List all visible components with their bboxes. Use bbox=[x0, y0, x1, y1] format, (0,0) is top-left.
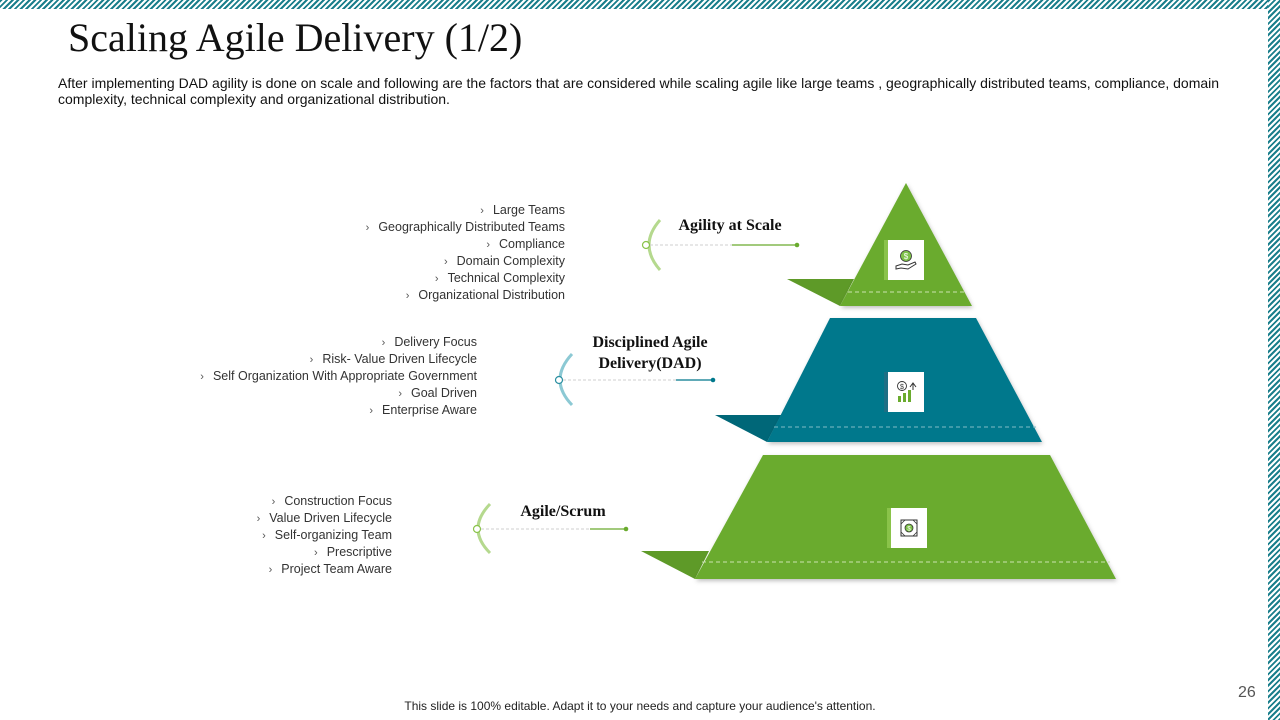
slide-subtitle: After implementing DAD agility is done o… bbox=[58, 75, 1220, 107]
pyramid-tier-bottom-flap bbox=[641, 551, 709, 579]
list-item: ›Compliance bbox=[486, 237, 565, 251]
page-number: 26 bbox=[1238, 684, 1256, 701]
money-hand-icon: $ bbox=[884, 240, 924, 280]
chevron-right-icon: › bbox=[200, 371, 204, 383]
list-item: ›Geographically Distributed Teams bbox=[365, 220, 565, 234]
list-item: ›Self Organization With Appropriate Gove… bbox=[200, 369, 477, 383]
top-decorative-border bbox=[0, 0, 1280, 9]
growth-chart-icon: $ bbox=[884, 372, 924, 412]
agile-scrum-list: ›Construction Focus ›Value Driven Lifecy… bbox=[257, 493, 392, 578]
right-decorative-border bbox=[1268, 0, 1280, 720]
list-item: ›Value Driven Lifecycle bbox=[256, 511, 392, 525]
chevron-right-icon: › bbox=[405, 290, 410, 302]
list-item: ›Self-organizing Team bbox=[262, 528, 392, 542]
list-item: ›Construction Focus bbox=[271, 494, 392, 508]
connector-agility-at-scale bbox=[641, 219, 800, 271]
dad-list: ›Delivery Focus ›Risk- Value Driven Life… bbox=[200, 334, 477, 419]
pyramid-tier-top-flap bbox=[787, 279, 854, 306]
chevron-right-icon: › bbox=[262, 530, 266, 542]
chevron-right-icon: › bbox=[434, 273, 439, 285]
list-item: ›Enterprise Aware bbox=[369, 403, 477, 417]
slide-title: Scaling Agile Delivery (1/2) bbox=[68, 15, 523, 60]
level-label-agile-scrum: Agile/Scrum bbox=[520, 503, 606, 520]
chevron-right-icon: › bbox=[309, 354, 314, 366]
chevron-right-icon: › bbox=[443, 256, 448, 268]
agility-at-scale-list: ›Large Teams ›Geographically Distributed… bbox=[366, 202, 565, 304]
chevron-right-icon: › bbox=[381, 337, 386, 349]
chevron-right-icon: › bbox=[398, 388, 402, 400]
list-item: ›Prescriptive bbox=[314, 545, 392, 559]
level-label-dad: Disciplined Agile Delivery(DAD) bbox=[560, 332, 740, 374]
list-item: ›Organizational Distribution bbox=[405, 288, 565, 302]
list-item: ›Goal Driven bbox=[398, 386, 477, 400]
svg-text:$: $ bbox=[900, 384, 904, 391]
list-item: ›Risk- Value Driven Lifecycle bbox=[309, 352, 477, 366]
list-item: ›Large Teams bbox=[480, 203, 565, 217]
connector-dad bbox=[554, 352, 716, 407]
list-item: ›Technical Complexity bbox=[434, 271, 565, 285]
svg-text:$: $ bbox=[907, 527, 911, 533]
list-item: ›Project Team Aware bbox=[268, 562, 392, 576]
slide-footer-note: This slide is 100% editable. Adapt it to… bbox=[404, 699, 876, 713]
chevron-right-icon: › bbox=[271, 496, 276, 508]
pyramid-tier-middle-flap bbox=[715, 415, 781, 442]
level-label-dad-line2: Delivery(DAD) bbox=[598, 355, 702, 372]
level-label-dad-line1: Disciplined Agile bbox=[592, 334, 708, 351]
chevron-right-icon: › bbox=[268, 564, 273, 576]
level-label-agility-at-scale: Agility at Scale bbox=[678, 217, 782, 234]
list-item: ›Delivery Focus bbox=[381, 335, 477, 349]
connector-agile-scrum bbox=[472, 502, 629, 555]
chevron-right-icon: › bbox=[480, 205, 484, 217]
chevron-right-icon: › bbox=[314, 547, 318, 559]
list-item: ›Domain Complexity bbox=[443, 254, 565, 268]
chevron-right-icon: › bbox=[369, 405, 374, 417]
chevron-right-icon: › bbox=[365, 222, 370, 234]
money-document-icon: $ bbox=[887, 508, 927, 548]
chevron-right-icon: › bbox=[486, 239, 490, 251]
svg-text:$: $ bbox=[904, 252, 909, 261]
chevron-right-icon: › bbox=[256, 513, 261, 525]
